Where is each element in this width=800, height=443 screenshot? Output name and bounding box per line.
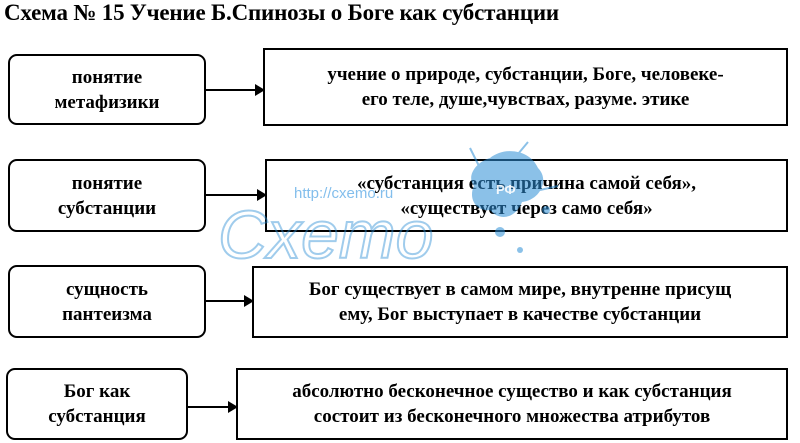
concept-label-line: пантеизма xyxy=(62,303,152,325)
concept-label-line: субстанции xyxy=(57,197,157,219)
concept-label-line: субстанция xyxy=(48,406,146,427)
description-line: Бог существует в самом мире, внутренне п… xyxy=(308,279,732,300)
description-line: состоит из бесконечного множества атрибу… xyxy=(313,406,711,427)
description-line: его теле, душе,чувствах, разуме. этике xyxy=(361,89,690,110)
connector-arrow xyxy=(188,401,238,413)
page-title: Схема № 15 Учение Б.Спинозы о Боге как с… xyxy=(4,0,559,25)
concept-box-god-as-substance: Бог как субстанция xyxy=(6,368,188,440)
connector-arrow xyxy=(206,84,265,96)
concept-label-line: понятие xyxy=(71,172,143,194)
concept-box-substance: понятие субстанции xyxy=(8,159,206,232)
concept-label-line: метафизики xyxy=(54,91,160,113)
description-box-substance: «субстанция есть причина самой себя», «с… xyxy=(265,159,788,232)
description-line: абсолютно бесконечное существо и как суб… xyxy=(292,381,732,402)
connector-arrow xyxy=(206,295,254,307)
description-line: ему, Бог выступает в качестве субстанции xyxy=(338,304,702,325)
concept-label-line: Бог как xyxy=(63,381,131,402)
connector-arrow xyxy=(206,189,267,201)
description-box-metaphysics: учение о природе, субстанции, Боге, чело… xyxy=(263,48,788,126)
description-box-pantheism: Бог существует в самом мире, внутренне п… xyxy=(252,266,788,338)
description-line: «субстанция есть причина самой себя», xyxy=(356,172,697,194)
description-box-god-as-substance: абсолютно бесконечное существо и как суб… xyxy=(236,368,788,440)
description-line: учение о природе, субстанции, Боге, чело… xyxy=(327,64,724,85)
concept-label-line: понятие xyxy=(71,66,143,88)
concept-box-metaphysics: понятие метафизики xyxy=(8,54,206,125)
description-line: «существует через само себя» xyxy=(400,197,653,219)
concept-box-pantheism: сущность пантеизма xyxy=(8,265,206,338)
concept-label-line: сущность xyxy=(66,278,148,300)
